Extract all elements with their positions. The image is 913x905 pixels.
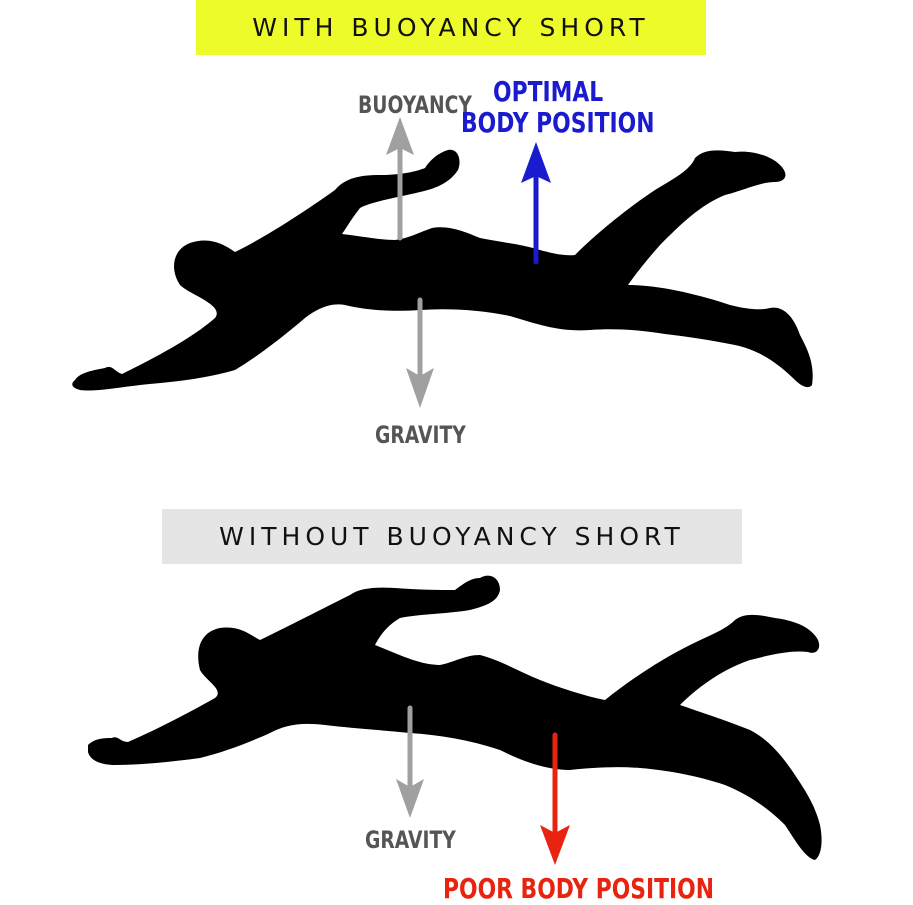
gravity-label: GRAVITY [375,421,466,449]
swimmer-silhouette-horizontal [72,117,813,408]
bottom-swimmer-diagram: GRAVITY POOR BODY POSITION [0,565,913,905]
gravity-arrow [396,705,424,818]
optimal-label-line1: OPTIMAL [493,75,604,108]
with-buoyancy-short-banner: WITH BUOYANCY SHORT [196,0,706,55]
top-swimmer-diagram: BUOYANCY OPTIMAL BODY POSITION GRAVITY [0,60,913,460]
gravity-label: GRAVITY [365,826,456,854]
poor-body-position-label: POOR BODY POSITION [443,872,715,905]
poor-position-arrow [540,732,570,865]
banner-title: WITHOUT BUOYANCY SHORT [219,522,685,551]
banner-title: WITH BUOYANCY SHORT [252,13,650,42]
optimal-position-arrow [521,142,551,265]
gravity-arrow [406,297,434,408]
buoyancy-label: BUOYANCY [358,91,472,119]
optimal-label-line2: BODY POSITION [461,106,655,139]
without-buoyancy-short-banner: WITHOUT BUOYANCY SHORT [162,509,742,564]
buoyancy-arrow [386,117,414,241]
swimmer-silhouette-sinking [88,575,822,865]
